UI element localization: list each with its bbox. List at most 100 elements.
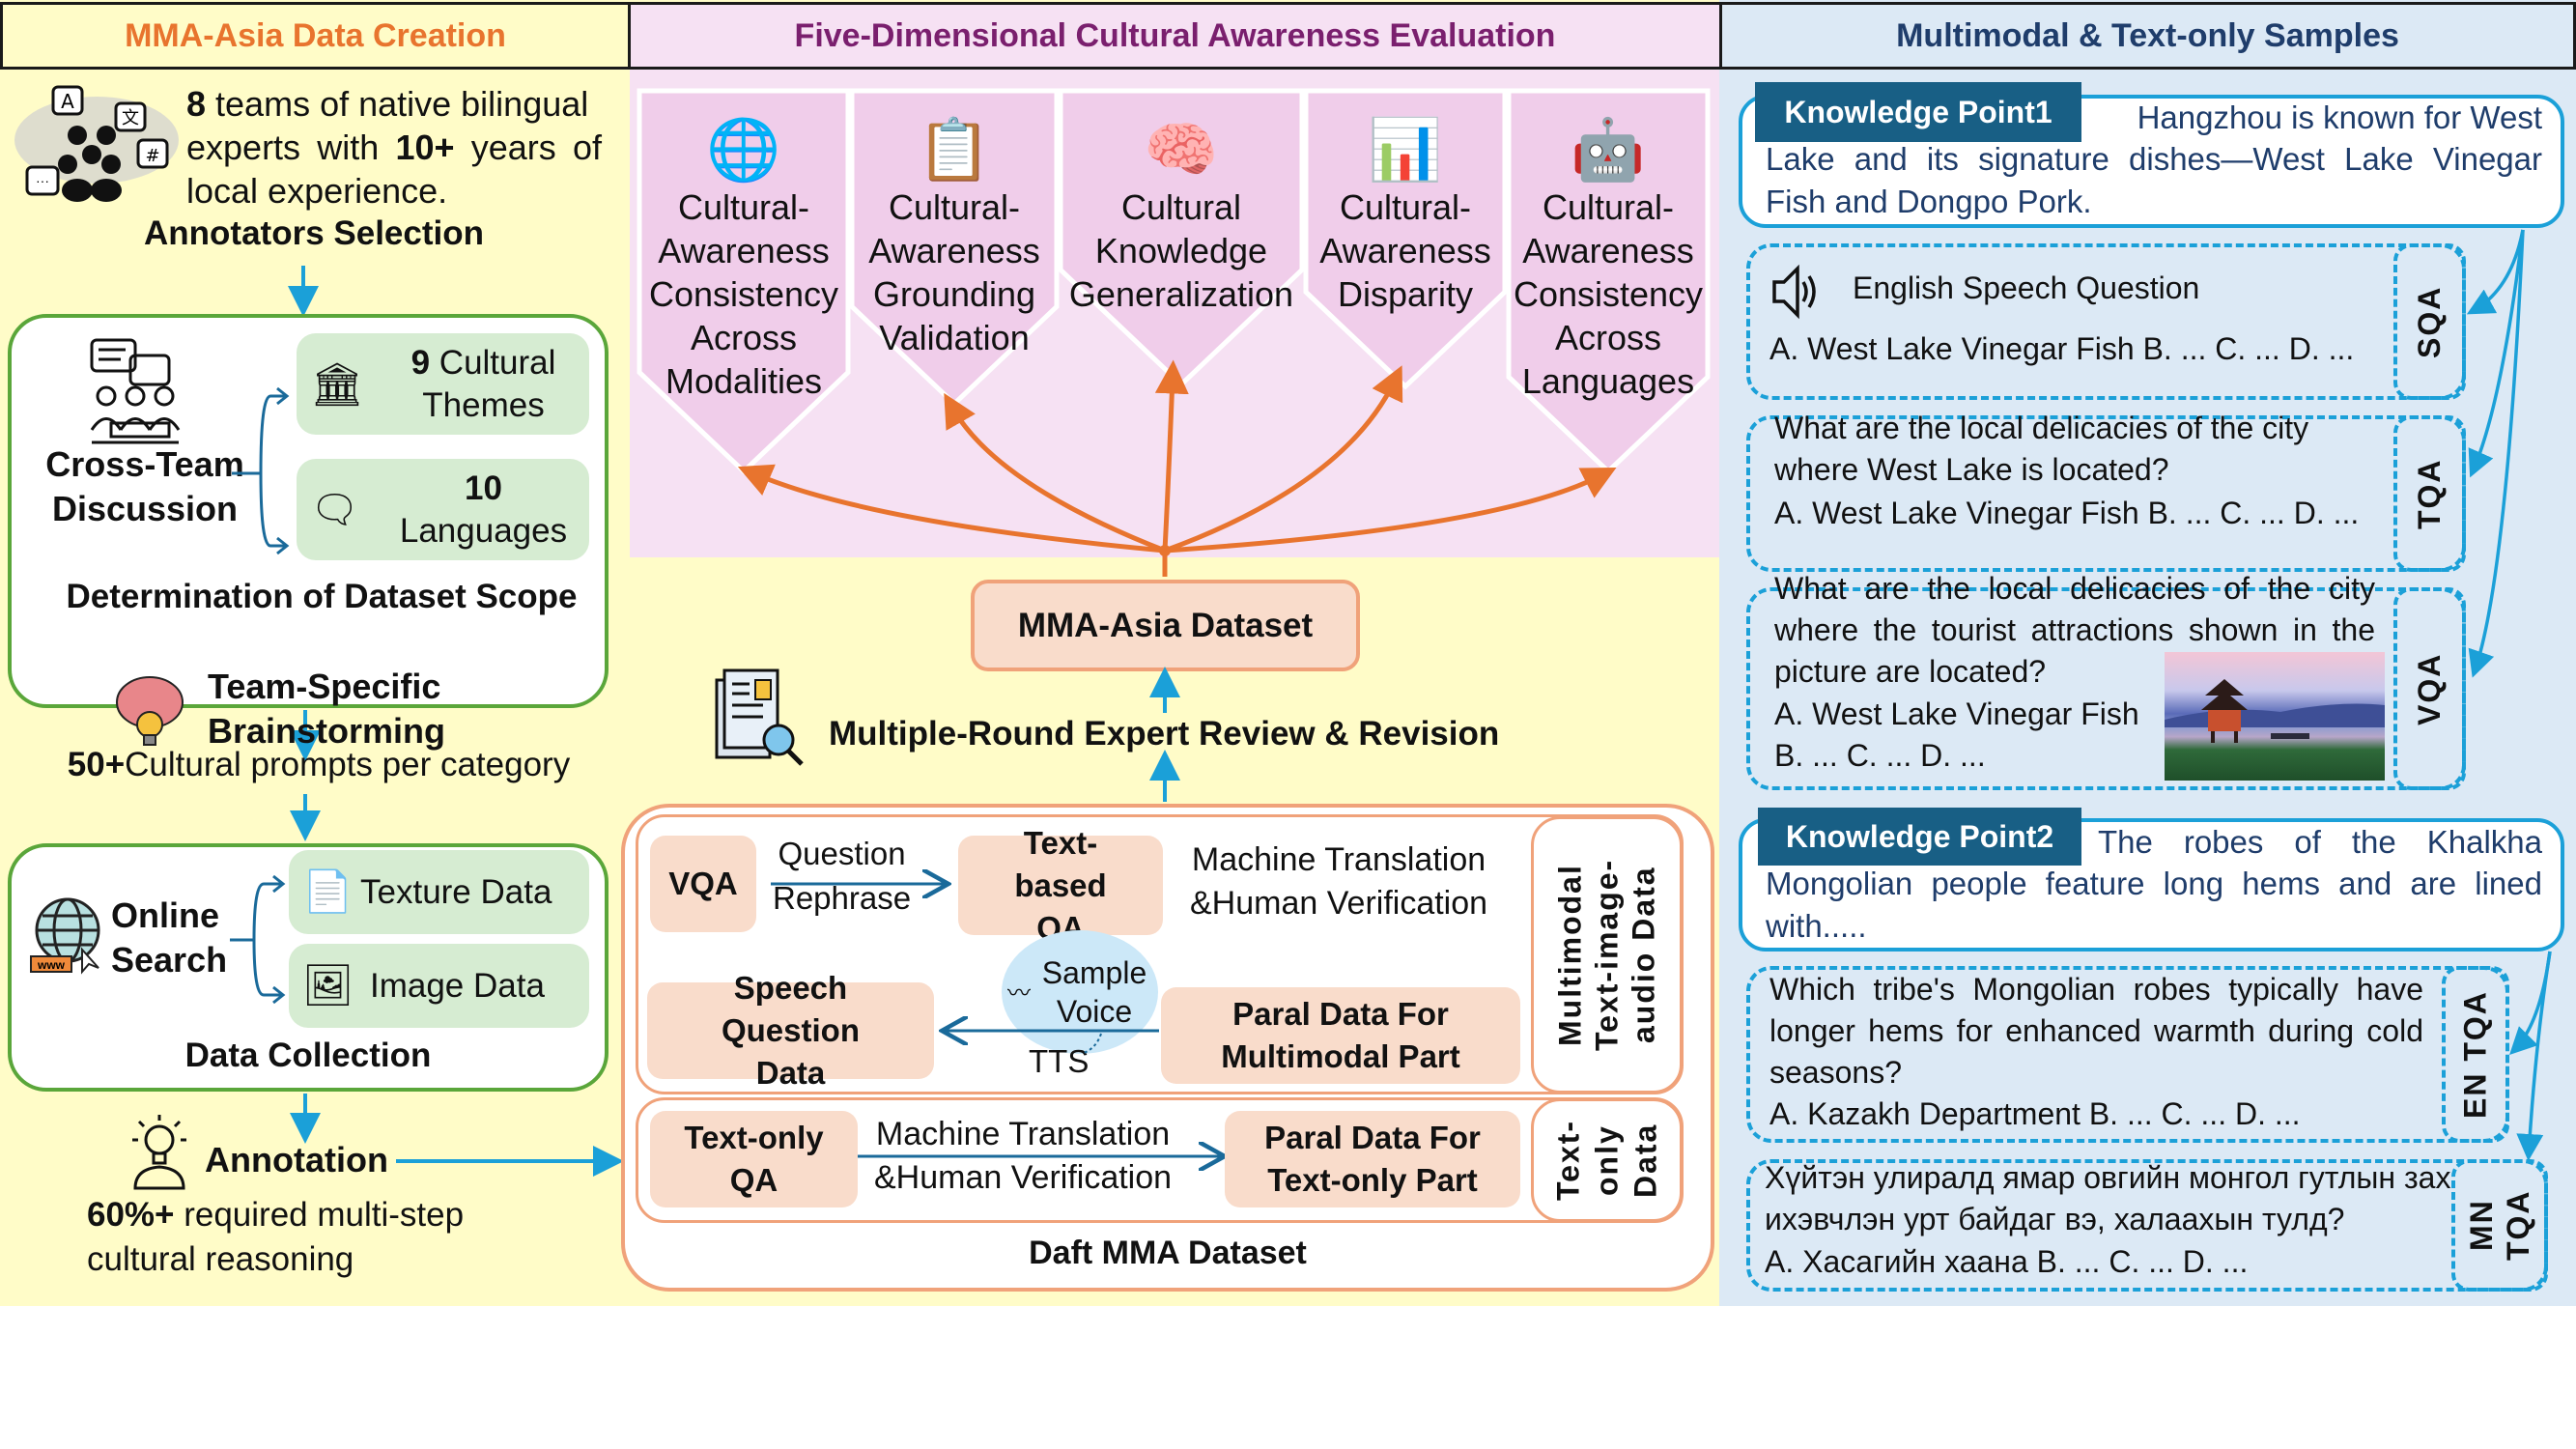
language-bubbles-icon: 🗨 [310, 489, 359, 531]
teams-text: teams of native bilingual [206, 84, 589, 124]
languages-card: 🗨 10 Languages [297, 459, 589, 560]
translation-robot-icon: 🤖 [1571, 116, 1646, 184]
dimension-card-shape [1506, 88, 1711, 475]
en-tqa-options: A. Kazakh Department B. ... C. ... D. ..… [1769, 1096, 2301, 1131]
dimension-label: Cultural Knowledge Generalization [1068, 187, 1294, 314]
dimension-label: Cultural- Awareness Grounding Validation [868, 187, 1040, 357]
mt-line1: Machine Translation [1191, 841, 1486, 878]
en-tqa-label-box [2442, 966, 2509, 1143]
textonly-qa-box: Text-only QA [650, 1111, 858, 1208]
dimension-label: Cultural- Awareness Disparity [1319, 187, 1491, 314]
dimension-card: 📊Cultural- Awareness Disparity [1303, 88, 1508, 390]
dimension-card-shape [637, 88, 851, 475]
cross-team-discussion-label: Cross-Team Discussion [45, 444, 244, 528]
annotation-title: Annotation [205, 1140, 388, 1179]
waveform-icon: 〰 [1007, 980, 1031, 1007]
dimension-label: Cultural- Awareness Consistency Across L… [1513, 187, 1704, 401]
mt-verification-label-2: Machine Translation &Human Verification [874, 1113, 1172, 1200]
brace-arrow-collection [230, 874, 286, 1005]
vqa-options-rest: B. ... C. ... D. ... [1774, 738, 1986, 773]
prompts-count: 50+ [67, 746, 126, 783]
west-lake-photo [2165, 652, 2385, 781]
mt2-line1: Machine Translation [875, 1116, 1171, 1152]
paral-data-multimodal-box: Paral Data For Multimodal Part [1161, 987, 1520, 1084]
vqa-box: VQA [650, 836, 756, 932]
culture-icon: 🏛 [310, 360, 364, 409]
textonly-side-box [1531, 1098, 1683, 1222]
brainstorm-title-line2: Brainstorming [208, 711, 446, 751]
dimension-card-shape [1303, 88, 1508, 390]
teams-count: 8 [186, 84, 207, 124]
mn-tqa-options: A. Хасагийн хаана B. ... C. ... D. ... [1765, 1244, 2249, 1279]
brainstorm-title: Team-Specific Brainstorming [208, 665, 497, 753]
languages-label: Languages [399, 511, 568, 550]
brainstorm-title-line1: Team-Specific [208, 667, 441, 706]
image-gallery-icon: 🖼 [302, 962, 354, 1008]
knowledge-point-2-tag: Knowledge Point2 [1758, 808, 2081, 866]
mt-line2: &Human Verification [1190, 885, 1488, 922]
documents-icon: 📄 [302, 868, 354, 914]
brain-bulb-icon [111, 671, 188, 749]
knowledge-point-1-text: Lake and its signature dishes—West Lake … [1766, 141, 2542, 219]
annotators-description: 8 teams of native bilingual experts with… [186, 82, 602, 213]
scope-title: Determination of Dataset Scope [66, 578, 578, 615]
dimension-card-shape [1058, 88, 1305, 388]
header-samples: Multimodal & Text-only Samples [1719, 2, 2576, 70]
globe-www-icon: www [29, 896, 108, 976]
tqa-question: What are the local delicacies of the cit… [1774, 411, 2309, 487]
svg-text:#: # [145, 146, 159, 166]
brace-arrow-scope [232, 386, 290, 555]
online-search-line1: Online [111, 895, 220, 935]
mt2-line2: &Human Verification [874, 1159, 1173, 1196]
bar-chart-icon: 📊 [1368, 116, 1443, 184]
multimodal-icon: 🌐 [706, 116, 781, 184]
prompts-label: Cultural prompts per category [125, 746, 571, 783]
years-text: years of [454, 128, 602, 167]
reasoning-label-1: required multi-step [174, 1196, 465, 1234]
dimension-card: 🤖Cultural- Awareness Consistency Across … [1506, 88, 1711, 475]
tqa-options: A. West Lake Vinegar Fish B. ... C. ... … [1774, 496, 2360, 530]
data-collection-title: Data Collection [184, 1037, 432, 1074]
vqa-question: What are the local delicacies of the cit… [1774, 571, 2375, 689]
expert-review-label: Multiple-Round Expert Review & Revision [829, 715, 1500, 753]
svg-text:文: 文 [122, 108, 139, 128]
annotation-stat: 60%+ required multi-step cultural reason… [87, 1193, 464, 1282]
knowledge-point-1-first-line: Hangzhou is known for West [2137, 99, 2542, 135]
arrow-scope-to-brainstorm [290, 710, 624, 1177]
tqa-label-box [2393, 415, 2466, 572]
prompts-stat: 50+ Cultural prompts per category [0, 746, 637, 784]
multimodal-side-box [1531, 816, 1683, 1094]
expert-review-icon [715, 667, 807, 768]
sqa-question: English Speech Question [1853, 270, 2200, 305]
header-data-creation: MMA-Asia Data Creation [0, 2, 631, 70]
daft-mma-dataset-title: Daft MMA Dataset [1029, 1235, 1307, 1271]
online-search-line2: Search [111, 940, 228, 980]
reasoning-label-2: cultural reasoning [87, 1240, 354, 1278]
online-search-label: Online Search [111, 894, 227, 982]
texture-data-label: Texture Data [360, 872, 552, 911]
question-rephrase-line1: Question [778, 836, 906, 871]
texture-data-card: 📄 Texture Data [289, 850, 589, 934]
annotator-bulb-icon [130, 1113, 188, 1190]
checklist-icon: 📋 [917, 116, 992, 184]
tts-label: TTS [1029, 1043, 1090, 1079]
reasoning-percent: 60%+ [87, 1196, 175, 1234]
dimension-card-shape [849, 88, 1060, 408]
experience-text: local experience. [186, 171, 448, 211]
sample-voice-bubble: 〰 Sample Voice [1002, 930, 1158, 1054]
knowledge-point-1-tag: Knowledge Point1 [1755, 82, 2081, 142]
evaluation-arrows [737, 359, 1617, 577]
question-rephrase-line2: Rephrase [773, 880, 912, 916]
kp2-first-line-text: The robes of the Khalkha [2098, 824, 2542, 860]
sqa-options: A. West Lake Vinegar Fish B. ... C. ... … [1769, 331, 2355, 366]
experts-text: experts with [186, 128, 396, 167]
vqa-option-a: A. West Lake Vinegar Fish [1774, 696, 2139, 731]
mn-tqa-label-box [2451, 1159, 2548, 1292]
speech-question-data-box: Speech Question Data [647, 970, 934, 1091]
svg-text:www: www [37, 958, 66, 972]
mt-verification-label-1: Machine Translation &Human Verification [1190, 838, 1487, 925]
brain-gear-icon: 🧠 [1144, 116, 1219, 184]
svg-text:···: ··· [36, 173, 49, 188]
